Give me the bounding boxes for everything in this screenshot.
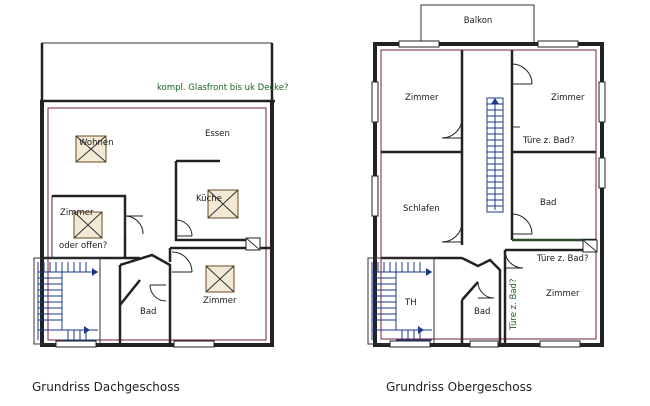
- skylight-wohnen: [75, 135, 107, 163]
- room-label-zimmer-right: Zimmer: [203, 296, 237, 306]
- room-label-zimmer-left: Zimmer: [405, 93, 439, 103]
- skylights: [73, 135, 239, 293]
- room-label-schlafen: Schlafen: [403, 204, 440, 214]
- windows: [55, 237, 261, 348]
- room-label-th: TH: [404, 298, 417, 308]
- skylight-kueche: [207, 189, 239, 219]
- balcony-note: kompl. Glasfront bis uk Decke?: [157, 83, 288, 93]
- room-label-balkon: Balkon: [464, 16, 493, 26]
- balkon: Balkon: [420, 4, 535, 45]
- doors-obergeschoss: [441, 63, 596, 299]
- staircase-corridor: [486, 97, 504, 213]
- doors: [124, 215, 193, 302]
- staircase-th: [367, 257, 435, 345]
- room-label-bad-right: Bad: [540, 198, 556, 208]
- outer-walls: [40, 101, 274, 347]
- skylight-zimmer: [73, 211, 103, 239]
- room-label-kueche: Küche: [196, 194, 222, 204]
- room-label-zimmer: Zimmer: [60, 208, 94, 218]
- plan-obergeschoss: Balkon: [367, 4, 606, 394]
- room-label-zimmer-bottom: Zimmer: [546, 289, 580, 299]
- windows-obergeschoss: [371, 40, 606, 348]
- room-label-wohnen: Wohnen: [79, 138, 114, 148]
- interior-walls: [42, 159, 272, 345]
- room-label-tuere-bad-2: Türe z. Bad?: [536, 254, 588, 264]
- room-label-tuere-bad-1: Türe z. Bad?: [522, 136, 574, 146]
- caption-dachgeschoss: Grundriss Dachgeschoss: [32, 380, 180, 394]
- plan-dachgeschoss: kompl. Glasfront bis uk Decke? Wohnen Es…: [32, 42, 288, 394]
- caption-obergeschoss: Grundriss Obergeschoss: [386, 380, 532, 394]
- room-label-bad: Bad: [140, 307, 156, 317]
- room-label-zimmer-right-top: Zimmer: [551, 93, 585, 103]
- room-label-oder-offen: oder offen?: [59, 241, 107, 251]
- room-label-bad-bottom: Bad: [474, 307, 490, 317]
- room-label-tuere-bad-3: Türe z. Bad?: [509, 279, 519, 331]
- room-label-essen: Essen: [205, 129, 230, 139]
- skylight-zimmer-right: [205, 265, 235, 293]
- balcony-area: [40, 42, 275, 103]
